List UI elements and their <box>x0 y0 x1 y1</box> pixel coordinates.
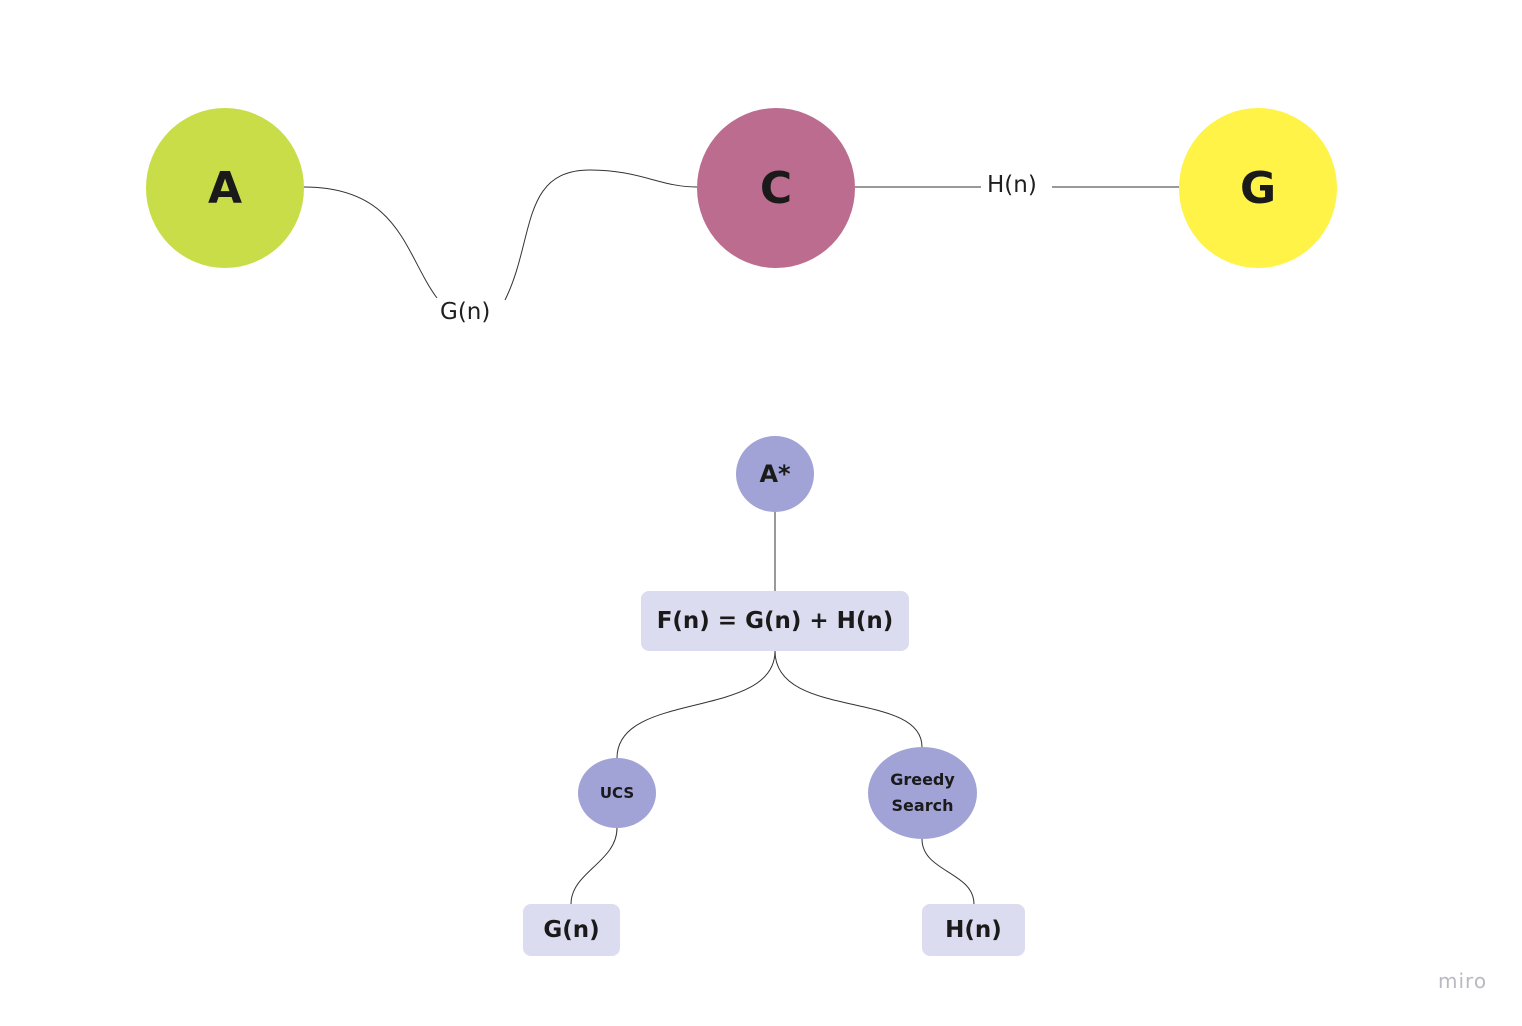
node-greedy-search-label: Greedy Search <box>890 770 955 815</box>
node-c[interactable]: C <box>697 108 855 268</box>
edge-ucs-to-gn-leaf <box>570 827 618 905</box>
node-g-label: G <box>1239 162 1277 214</box>
edge-greedy-to-hn-leaf <box>921 838 975 905</box>
node-a-star-label: A* <box>759 460 791 488</box>
formula-box[interactable]: F(n) = G(n) + H(n) <box>641 591 909 651</box>
leaf-gn-label: G(n) <box>543 917 600 943</box>
node-ucs-label: UCS <box>599 784 635 802</box>
edge-gn-label-to-c <box>504 169 698 301</box>
formula-label: F(n) = G(n) + H(n) <box>656 608 894 634</box>
node-greedy-search[interactable]: Greedy Search <box>868 747 977 839</box>
leaf-gn-box[interactable]: G(n) <box>523 904 620 956</box>
node-c-label: C <box>759 162 793 214</box>
miro-watermark[interactable]: miro <box>1438 969 1488 993</box>
node-a-star[interactable]: A* <box>736 436 814 512</box>
edge-label-gn[interactable]: G(n) <box>436 298 495 326</box>
node-g[interactable]: G <box>1179 108 1337 268</box>
edge-a-to-gn-label <box>303 186 438 299</box>
edge-formula-to-ucs <box>616 650 776 759</box>
leaf-hn-box[interactable]: H(n) <box>922 904 1025 956</box>
node-a[interactable]: A <box>146 108 304 268</box>
leaf-hn-label: H(n) <box>945 917 1002 943</box>
edge-label-hn[interactable]: H(n) <box>983 171 1041 199</box>
node-ucs[interactable]: UCS <box>578 758 656 828</box>
edge-formula-to-greedy <box>774 650 923 748</box>
node-a-label: A <box>207 162 243 214</box>
